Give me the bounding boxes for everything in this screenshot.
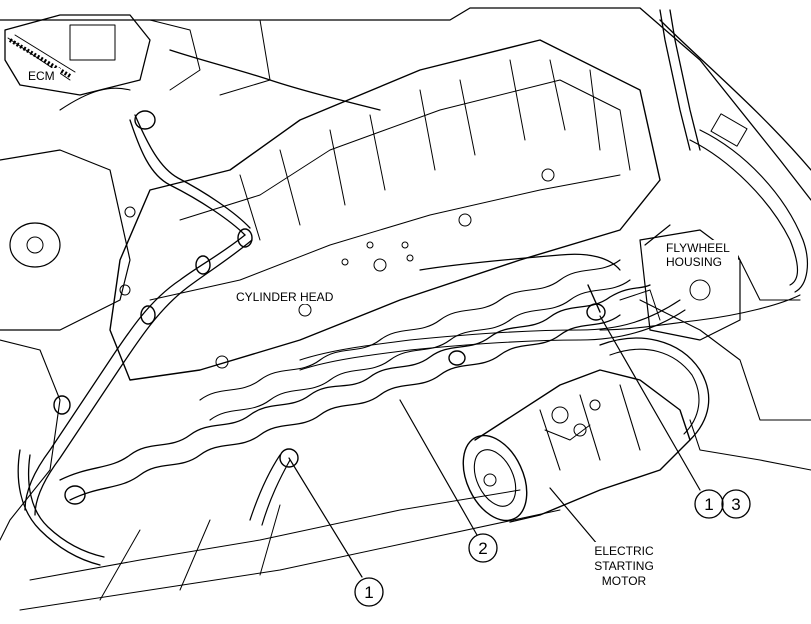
starter-label-line3: MOTOR xyxy=(602,574,647,588)
callout-2: 2 xyxy=(468,533,498,563)
engine-block-outline xyxy=(0,7,811,541)
callout-3-number: 3 xyxy=(731,495,740,514)
flywheel-housing xyxy=(619,113,748,341)
leader-line-starter xyxy=(549,487,599,546)
callout-1-lower: 1 xyxy=(354,577,384,607)
leader-line-2 xyxy=(399,399,478,536)
harness-clips xyxy=(53,110,606,505)
ecm-label: ECM xyxy=(28,69,55,83)
manifold-edge xyxy=(19,259,651,611)
flywheel-housing-label-line2: HOUSING xyxy=(666,255,722,269)
cylinder-head-label: CYLINDER HEAD xyxy=(236,290,334,304)
callout-1-lower-number: 1 xyxy=(364,583,373,602)
electric-starting-motor xyxy=(462,337,710,523)
leader-line-1-lower xyxy=(288,457,363,578)
starter-label-line2: STARTING xyxy=(594,559,654,573)
leader-lines xyxy=(288,224,701,578)
flywheel-housing-label-line1: FLYWHEEL xyxy=(666,241,730,255)
leader-line-flywheel xyxy=(644,224,671,246)
callout-2-number: 2 xyxy=(478,539,487,558)
leader-line-1-3 xyxy=(599,315,701,491)
callout-1-right: 1 xyxy=(694,489,724,519)
starter-label-line1: ELECTRIC xyxy=(594,544,654,558)
cylinder-head xyxy=(109,39,661,381)
ecm-module xyxy=(4,14,271,96)
callout-3: 3 xyxy=(721,489,751,519)
wiring-harness xyxy=(17,9,809,566)
callout-1-right-number: 1 xyxy=(704,495,713,514)
